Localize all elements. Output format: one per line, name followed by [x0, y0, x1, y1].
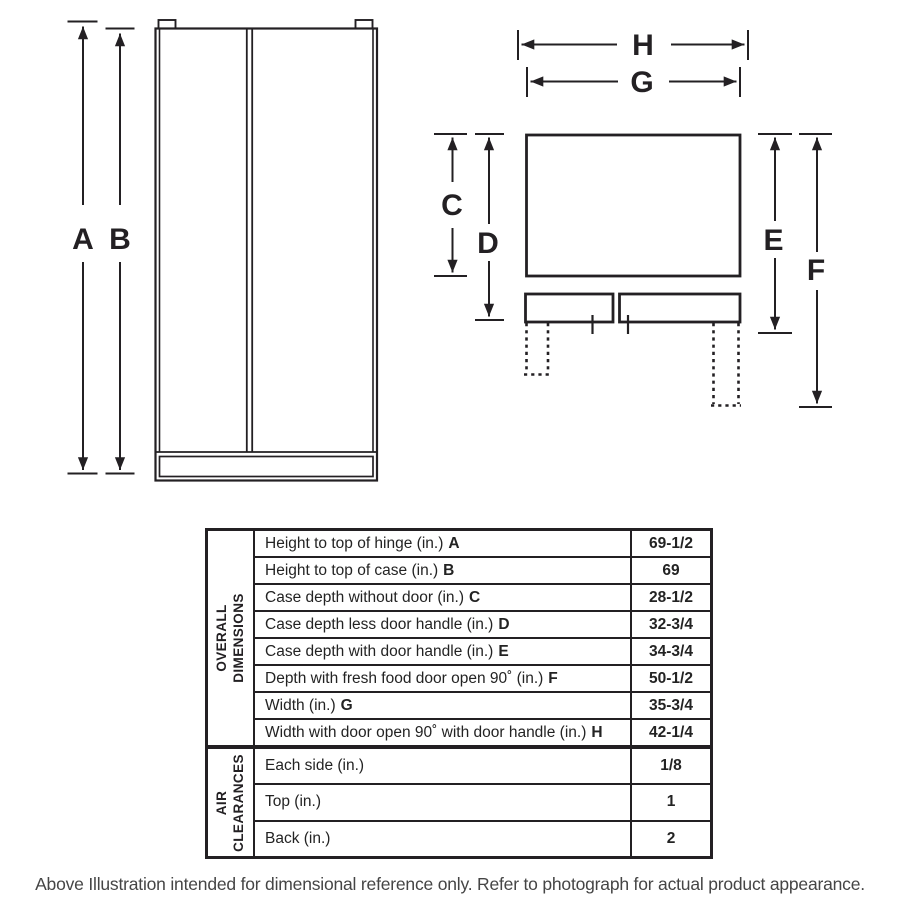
dim-label-f: F [807, 254, 825, 287]
row-value: 34-3/4 [630, 639, 710, 664]
row-label-text: Depth with fresh food door open 90˚ (in.… [265, 669, 544, 687]
table-row: Height to top of hinge (in.)A 69-1/2 [255, 531, 710, 558]
row-label-text: Height to top of case (in.) [265, 561, 439, 579]
top-view-case [525, 133, 742, 278]
row-label-text: Each side (in.) [265, 757, 365, 775]
row-value: 1/8 [630, 749, 710, 784]
fridge-case-outline [154, 27, 379, 482]
table-row: Top (in.) 1 [255, 785, 710, 822]
row-label: Case depth without door (in.)C [255, 585, 630, 610]
row-value: 69 [630, 558, 710, 583]
row-label: Width (in.)G [255, 693, 630, 718]
air-clearances-rows: Each side (in.) 1/8 Top (in.) 1 Back (in… [255, 749, 710, 856]
hinge-right [354, 19, 374, 30]
dimension-diagram: A B H G [67, 19, 832, 482]
top-view-freezer-door [524, 292, 615, 324]
freezer-door-open-outline [524, 323, 551, 376]
hinge-left [157, 19, 177, 30]
table-row: Case depth without door (in.)C 28-1/2 [255, 585, 710, 612]
dim-label-h: H [632, 29, 654, 62]
dim-letter: A [448, 534, 460, 552]
row-label: Back (in.) [255, 822, 630, 856]
top-view-fresh-food-door [618, 292, 742, 324]
table-row: Height to top of case (in.)B 69 [255, 558, 710, 585]
table-row: Case depth less door handle (in.)D 32-3/… [255, 612, 710, 639]
row-label-text: Top (in.) [265, 793, 321, 811]
overall-dimensions-header-cell: OVERALL DIMENSIONS [208, 531, 255, 745]
dim-letter: G [340, 696, 353, 714]
air-clearances-section: AIR CLEARANCES Each side (in.) 1/8 Top (… [208, 749, 710, 856]
dim-label-c: C [441, 189, 463, 222]
row-label: Depth with fresh food door open 90˚ (in.… [255, 666, 630, 691]
dim-letter: F [548, 669, 558, 687]
fresh-food-door-open-outline [711, 323, 741, 407]
dim-letter: B [443, 561, 455, 579]
table-row: Depth with fresh food door open 90˚ (in.… [255, 666, 710, 693]
row-value: 35-3/4 [630, 693, 710, 718]
air-clearances-header-cell: AIR CLEARANCES [208, 749, 255, 856]
table-row: Case depth with door handle (in.)E 34-3/… [255, 639, 710, 666]
overall-dimensions-header: OVERALL DIMENSIONS [213, 593, 246, 683]
front-view-diagram: A B [67, 19, 379, 482]
dim-letter: H [591, 723, 603, 741]
row-value: 69-1/2 [630, 531, 710, 556]
row-value: 28-1/2 [630, 585, 710, 610]
kickplate [158, 455, 374, 478]
air-clearances-header: AIR CLEARANCES [213, 753, 246, 852]
dim-letter: C [469, 588, 481, 606]
row-value: 1 [630, 785, 710, 820]
row-value: 50-1/2 [630, 666, 710, 691]
row-value: 32-3/4 [630, 612, 710, 637]
dim-label-e: E [763, 224, 783, 257]
row-label-text: Case depth without door (in.) [265, 588, 465, 606]
overall-dimensions-section: OVERALL DIMENSIONS Height to top of hing… [208, 531, 710, 749]
dim-label-a: A [72, 223, 94, 256]
row-label: Each side (in.) [255, 749, 630, 783]
dim-letter: D [498, 615, 510, 633]
row-value: 42-1/4 [630, 720, 710, 745]
row-label-text: Case depth with door handle (in.) [265, 642, 494, 660]
row-label: Height to top of hinge (in.)A [255, 531, 630, 556]
reference-caption: Above Illustration intended for dimensio… [35, 874, 865, 894]
row-label-text: Width (in.) [265, 696, 336, 714]
row-label: Height to top of case (in.)B [255, 558, 630, 583]
top-view-diagram: H G [434, 29, 832, 408]
row-label: Case depth with door handle (in.)E [255, 639, 630, 664]
row-label: Width with door open 90˚ with door handl… [255, 720, 630, 745]
table-row: Width (in.)G 35-3/4 [255, 693, 710, 720]
dimensions-table: OVERALL DIMENSIONS Height to top of hing… [205, 528, 713, 859]
row-label-text: Width with door open 90˚ with door handl… [265, 723, 587, 741]
row-label-text: Height to top of hinge (in.) [265, 534, 444, 552]
row-label-text: Back (in.) [265, 829, 331, 847]
dim-label-b: B [109, 223, 131, 256]
row-label: Case depth less door handle (in.)D [255, 612, 630, 637]
row-value: 2 [630, 821, 710, 856]
overall-dimensions-rows: Height to top of hinge (in.)A 69-1/2 Hei… [255, 531, 710, 745]
dim-label-g: G [630, 66, 653, 99]
table-row: Each side (in.) 1/8 [255, 749, 710, 786]
row-label: Top (in.) [255, 785, 630, 819]
table-row: Back (in.) 2 [255, 821, 710, 856]
table-row: Width with door open 90˚ with door handl… [255, 720, 710, 745]
dim-letter: E [498, 642, 509, 660]
dim-label-d: D [477, 227, 499, 260]
row-label-text: Case depth less door handle (in.) [265, 615, 494, 633]
